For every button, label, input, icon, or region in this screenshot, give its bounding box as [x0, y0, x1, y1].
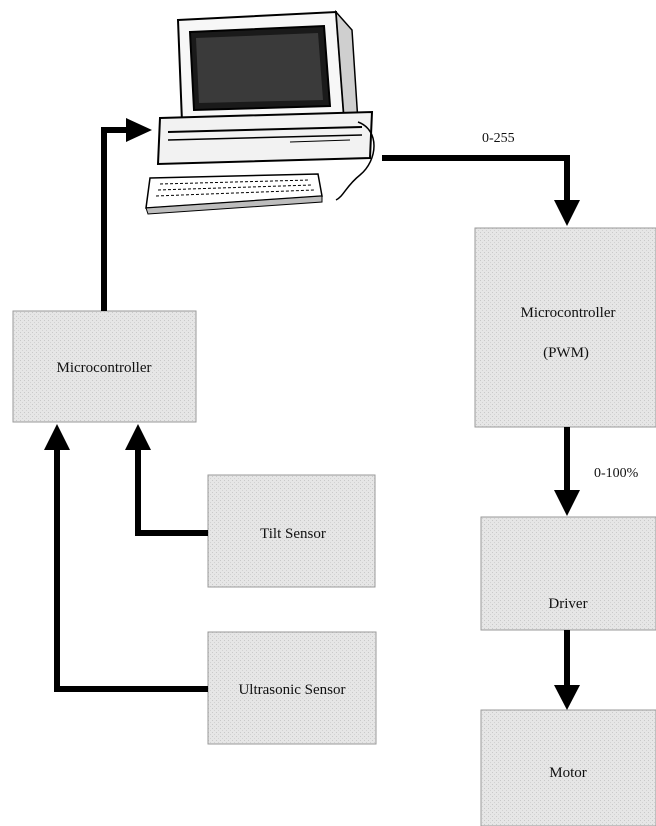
edge-label-0-255: 0-255 [482, 131, 515, 146]
microcontroller-label: Microcontroller [57, 360, 152, 376]
edge-microcontroller-to-computer [104, 130, 128, 311]
desktop-computer-icon [146, 12, 374, 214]
arrowhead-tilt-to-microcontroller [125, 424, 151, 450]
microcontroller-pwm-label: Microcontroller [521, 305, 616, 321]
arrowhead-to-computer [126, 118, 152, 142]
driver-box [481, 517, 656, 630]
microcontroller-pwm-box [475, 228, 656, 427]
edge-label-0-100-percent: 0-100% [594, 466, 639, 481]
arrowhead-to-pwm [554, 200, 580, 226]
ultrasonic-sensor-label: Ultrasonic Sensor [238, 682, 345, 698]
arrowhead-ultrasonic-to-microcontroller [44, 424, 70, 450]
tilt-sensor-label: Tilt Sensor [260, 526, 326, 542]
edge-ultrasonic-to-microcontroller [57, 448, 208, 689]
arrowhead-to-driver [554, 490, 580, 516]
edge-computer-to-pwm [382, 158, 567, 205]
edge-tilt-to-microcontroller [138, 448, 208, 533]
driver-label: Driver [548, 596, 587, 612]
arrowhead-to-motor [554, 685, 580, 710]
motor-label: Motor [549, 765, 587, 781]
microcontroller-pwm-sublabel: (PWM) [543, 345, 589, 361]
